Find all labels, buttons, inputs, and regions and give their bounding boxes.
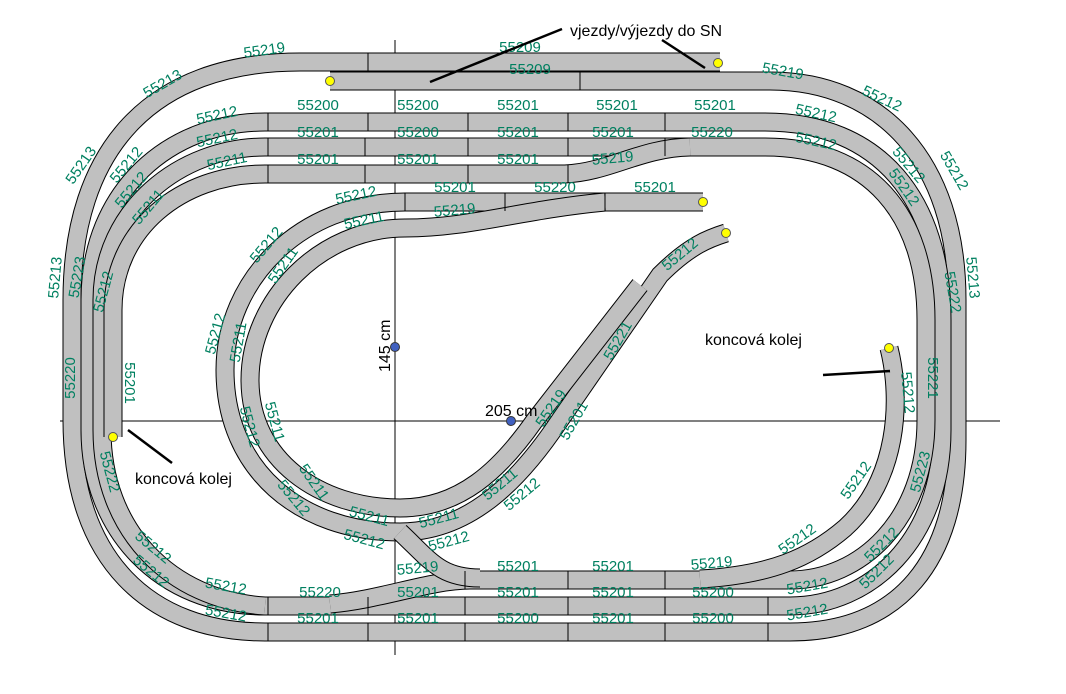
track-part-label: 55201 (596, 97, 638, 114)
track-segment (63, 53, 966, 641)
track-segment (265, 138, 935, 613)
track-part-label: 55212 (785, 601, 829, 625)
track-part-label: 55201 (434, 179, 476, 196)
track-segment (241, 193, 647, 517)
track-segment (93, 138, 266, 615)
track-part-label: 55200 (497, 610, 539, 627)
track-part-label: 55223 (66, 255, 90, 299)
track-part-label: 55201 (497, 584, 539, 601)
track-part-label: 55201 (497, 124, 539, 141)
track-part-label: 55201 (297, 610, 339, 627)
track-part-label: 55212 (204, 575, 248, 599)
track-part-label: 55201 (297, 124, 339, 141)
track-part-label: 55201 (397, 610, 439, 627)
sidings-note: vjezdy/výjezdy do SN (570, 23, 722, 40)
track-part-label: 55221 (924, 357, 941, 399)
pointer-line (822, 369, 891, 377)
track-part-label: 55201 (497, 558, 539, 575)
track-part-label: 55219 (243, 39, 287, 62)
dimension-marker-icon (506, 416, 516, 426)
track-part-label: 55219 (591, 148, 634, 169)
track-part-label: 55219 (396, 558, 439, 579)
track-part-label: 55220 (299, 584, 341, 601)
pointer-line (429, 27, 563, 84)
track-end-marker-icon (721, 228, 731, 238)
track-part-label: 55201 (592, 124, 634, 141)
track-part-label: 55201 (397, 584, 439, 601)
track-segment (81, 113, 951, 615)
pointer-line (661, 38, 706, 70)
track-part-label: 55212 (204, 602, 248, 626)
track-part-label: 55200 (692, 610, 734, 627)
track-part-label: 55201 (592, 610, 634, 627)
track-part-label: 55209 (499, 39, 541, 56)
track-segment (699, 345, 904, 588)
dead-end-note-left: koncová kolej (135, 471, 232, 488)
track-segment (394, 525, 481, 587)
track-part-label: 55201 (497, 151, 539, 168)
track-part-label: 55201 (397, 151, 439, 168)
track-part-label: 55219 (761, 60, 805, 84)
track-part-label: 55201 (694, 97, 736, 114)
track-end-marker-icon (884, 343, 894, 353)
track-segment (104, 138, 691, 437)
track-end-marker-icon (698, 197, 708, 207)
width-dimension: 205 cm (485, 403, 537, 420)
track-part-label: 55219 (690, 553, 733, 574)
pointer-line (127, 429, 173, 464)
track-end-marker-icon (325, 76, 335, 86)
track-part-label: 55200 (692, 584, 734, 601)
track-end-marker-icon (108, 432, 118, 442)
track-part-label: 55212 (785, 575, 829, 599)
dead-end-note-right: koncová kolej (705, 332, 802, 349)
track-segment (216, 193, 729, 541)
track-part-label: 55213 (962, 256, 983, 299)
track-part-label: 55201 (121, 362, 138, 404)
track-part-label: 55201 (297, 151, 339, 168)
track-part-label: 55201 (592, 558, 634, 575)
track-part-label: 55200 (397, 97, 439, 114)
track-part-label: 55201 (634, 179, 676, 196)
track-part-label: 55219 (433, 200, 476, 221)
pointer-lines (127, 27, 891, 464)
track-part-label: 55201 (497, 97, 539, 114)
dimension-marker-icon (390, 342, 400, 352)
tracks (62, 52, 967, 642)
track-part-label: 55213 (45, 256, 66, 299)
track-part-label: 55220 (62, 357, 79, 399)
track-part-label: 55201 (592, 584, 634, 601)
track-part-label: 55200 (397, 124, 439, 141)
track-part-label: 55220 (534, 179, 576, 196)
track-part-label: 55220 (691, 124, 733, 141)
track-part-label: 55211 (227, 321, 251, 364)
track-part-label: 55209 (509, 61, 551, 78)
height-dimension: 145 cm (377, 320, 394, 372)
end-markers (108, 58, 894, 442)
track-part-label: 55222 (940, 270, 964, 314)
track-end-marker-icon (713, 58, 723, 68)
track-part-label: 55212 (897, 371, 918, 414)
track-part-label: 55200 (297, 97, 339, 114)
